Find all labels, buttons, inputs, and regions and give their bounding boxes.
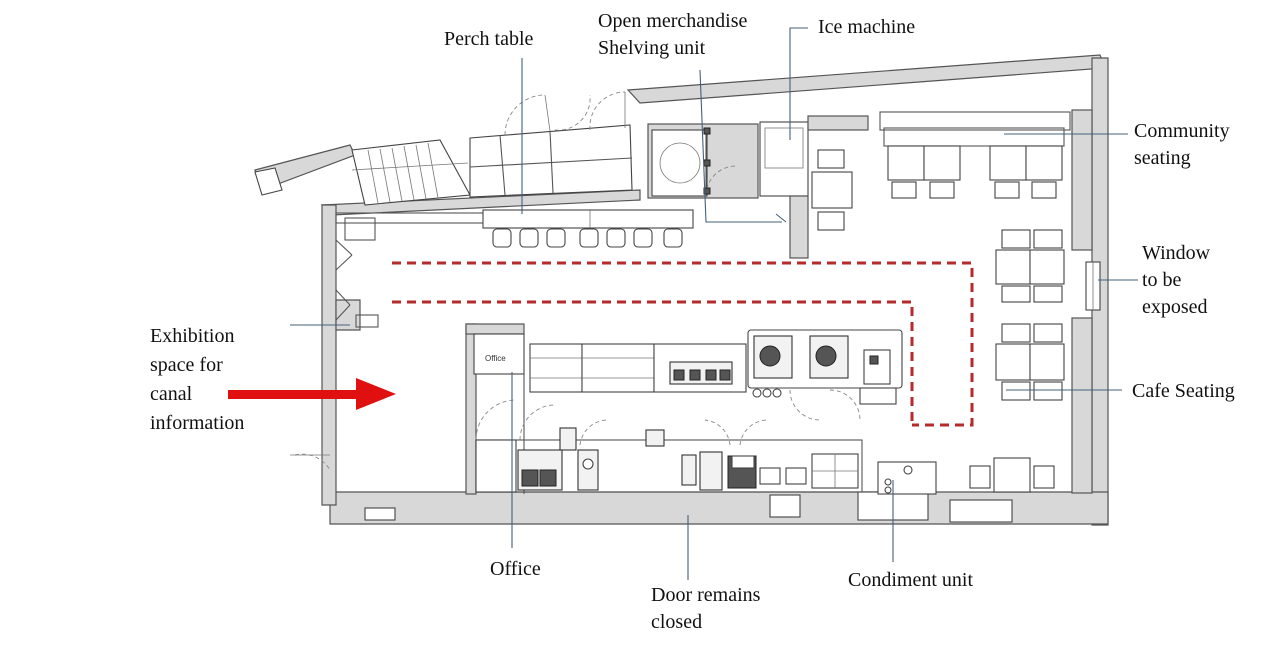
cafe-seating-label: Cafe Seating <box>1132 380 1235 402</box>
window-label: Window to be exposed <box>1142 240 1210 321</box>
merchandise-label-line1: Open merchandise <box>598 10 748 32</box>
condiment-unit-label: Condiment unit <box>848 569 973 591</box>
leader-lines <box>290 27 1138 580</box>
exhibition-label-line3: canal <box>150 383 193 405</box>
exhibition-arrow <box>228 378 396 410</box>
office-label: Office <box>490 558 541 580</box>
exhibition-label-line4: information <box>150 412 245 434</box>
ice-machine <box>759 115 869 259</box>
cafe-seating <box>969 229 1065 493</box>
exhibition-space-label: Exhibition space for canal information <box>150 322 244 438</box>
merchandise-label-line2: Shelving unit <box>598 37 706 59</box>
office-room-tag: Office <box>485 354 506 363</box>
window-label-line3: exposed <box>1142 296 1208 318</box>
door-label-line1: Door remains <box>651 584 761 606</box>
entrance-doors <box>290 239 353 471</box>
window-label-line2: to be <box>1142 269 1182 291</box>
exhibition-label-line1: Exhibition <box>150 325 235 347</box>
community-seating-label: Community seating <box>1134 118 1230 172</box>
door-closed-label: Door remains closed <box>651 582 760 636</box>
community-seating <box>811 111 1071 231</box>
kitchen-counter <box>465 323 903 495</box>
community-label-line2: seating <box>1134 147 1191 169</box>
perch-table <box>482 209 694 248</box>
exhibition-label-line2: space for <box>150 354 223 376</box>
community-label-line1: Community <box>1134 120 1230 142</box>
circulation-route <box>392 261 974 427</box>
door-label-line2: closed <box>651 611 703 633</box>
merchandise-shelving-label: Open merchandise Shelving unit <box>598 8 747 62</box>
window-label-line1: Window <box>1142 242 1211 264</box>
condiment-unit <box>877 461 937 495</box>
staircase <box>254 91 633 206</box>
ice-machine-label: Ice machine <box>818 16 916 38</box>
perch-table-label: Perch table <box>444 28 534 50</box>
